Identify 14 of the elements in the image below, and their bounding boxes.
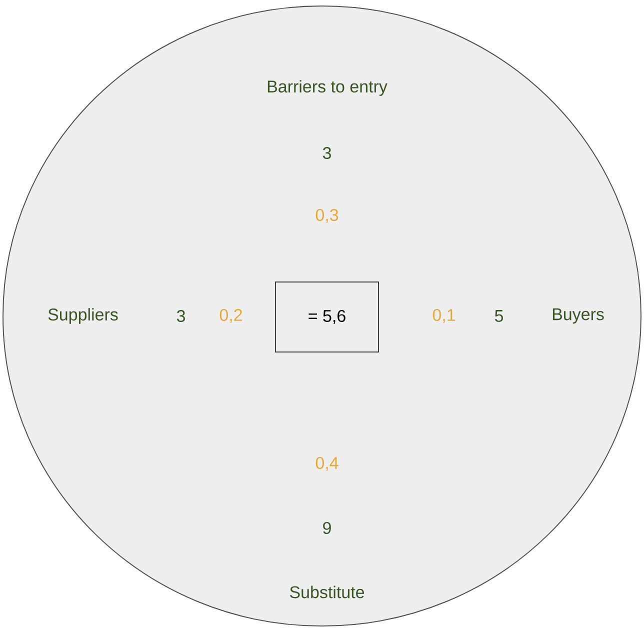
label: 0,4 (316, 456, 338, 472)
label: Suppliers (48, 308, 118, 324)
circle (2, 6, 642, 626)
label: 9 (323, 522, 331, 534)
label: Substitute (290, 586, 364, 598)
label: 3 (176, 310, 185, 322)
label: 5 (494, 310, 504, 322)
label: Barriers to entry (268, 80, 388, 96)
result-box: = 5,6 (275, 282, 379, 352)
label: 0,3 (316, 208, 338, 224)
label: 0,2 (220, 308, 242, 324)
label: 0,1 (432, 308, 455, 324)
label: Buyers (552, 308, 604, 324)
label: 3 (322, 146, 331, 160)
